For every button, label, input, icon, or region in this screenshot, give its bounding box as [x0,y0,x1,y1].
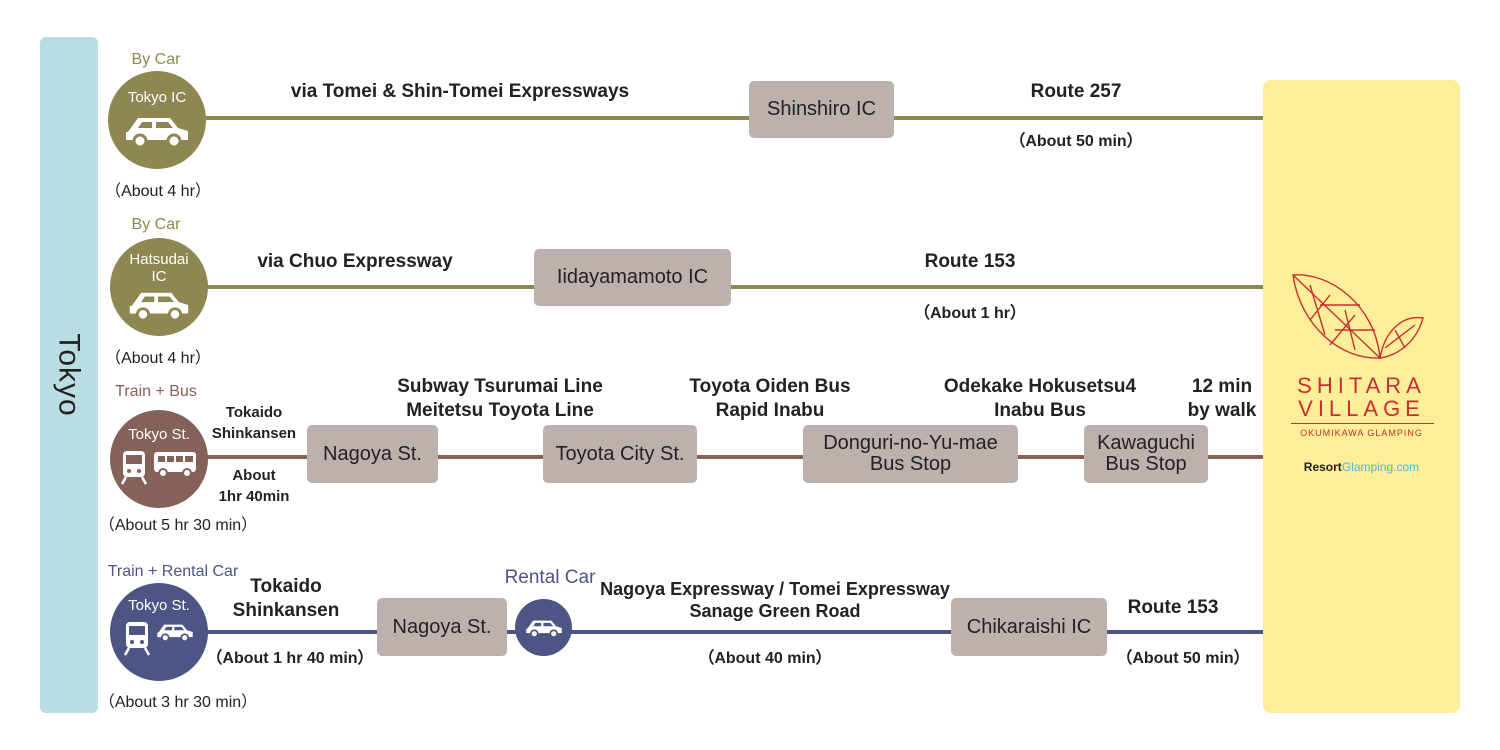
route3-stop4: Kawaguchi Bus Stop [1084,425,1208,483]
route1-leg1: via Tomei & Shin-Tomei Expressways [290,81,630,102]
route3-leg1-line2: Shinkansen [211,425,297,442]
route3-mode: Train + Bus [115,383,197,400]
route3-leg2-line2: Meitetsu Toyota Line [406,400,594,421]
route2-leg2-time: （About 1 hr） [914,305,1026,322]
route1-start: Tokyo IC [127,89,187,106]
route1-line [155,116,1263,120]
route3-line [155,455,1263,459]
route3-leg3-line1: Toyota Oiden Bus [689,376,851,397]
destination-bar [1263,80,1460,713]
route4-leg3-time: （About 50 min） [1116,650,1250,667]
route1-total: （About 4 hr） [105,183,211,200]
brand-part2: Glamping.com [1341,460,1420,474]
route4-line [155,630,1263,634]
route4-leg2-time: （About 40 min） [698,650,832,667]
route3-start-circle: Tokyo St. [110,410,208,508]
route1-mode: By Car [131,51,181,68]
route3-leg5-line2: by walk [1187,400,1257,421]
route3-leg3-line2: Rapid Inabu [715,400,825,421]
logo-subtitle: OKUMIKAWA GLAMPING [1300,428,1423,438]
route3-leg2-line1: Subway Tsurumai Line [397,376,603,397]
route2-start-2: IC [151,268,167,285]
route4-leg1: Tokaido Shinkansen [221,575,351,623]
route3-stop4-line2: Bus Stop [1105,453,1187,475]
route3-total: （About 5 hr 30 min） [98,517,258,534]
car-icon [129,292,189,321]
route3-leg1-time-line2: 1hr 40min [218,488,290,505]
car-icon [126,118,188,148]
car-icon [157,624,193,643]
route4-total: （About 3 hr 30 min） [98,694,258,711]
route4-stop2: Chikaraishi IC [951,598,1107,656]
route1-leg2-time: （About 50 min） [1009,133,1143,150]
car-icon [525,620,562,638]
route3-stop3: Donguri-no-Yu-mae Bus Stop [803,425,1018,483]
route3-leg4-line1: Odekake Hokusetsu4 [943,376,1137,397]
route4-start: Tokyo St. [128,597,190,614]
route3-start: Tokyo St. [128,426,190,443]
route4-leg1-line2: Shinkansen [232,600,340,621]
route1-leg2: Route 257 [1030,81,1122,102]
logo-title-line2: VILLAGE [1298,396,1425,421]
route2-leg1: via Chuo Expressway [257,251,453,272]
route4-leg2-line2: Sanage Green Road [689,601,861,621]
route4-leg2-line1: Nagoya Expressway / Tomei Expressway [600,579,950,599]
route2-mode: By Car [131,216,181,233]
route3-stop2: Toyota City St. [543,425,697,483]
logo-divider [1291,423,1434,424]
brand-part1: Resort [1303,460,1342,474]
train-icon [120,451,148,485]
origin-label-wrap: Tokyo [40,37,98,713]
route2-start-circle: Hatsudai IC [110,238,208,336]
route1-start-circle: Tokyo IC [108,71,206,169]
route3-leg5-line1: 12 min [1191,376,1253,397]
route4-leg1-line1: Tokaido [250,576,322,597]
route2-leg2: Route 153 [924,251,1016,272]
origin-bar [40,37,98,713]
route3-stop4-line1: Kawaguchi [1097,432,1195,454]
route3-stop1: Nagoya St. [307,425,438,483]
logo-title-line1: SHITARA [1297,373,1426,398]
route2-start-1: Hatsudai [129,251,189,268]
route4-stop1: Nagoya St. [377,598,507,656]
route4-mode: Train + Rental Car [107,563,239,580]
route3-stop3-line1: Donguri-no-Yu-mae [823,432,998,454]
route4-leg3: Route 153 [1127,597,1219,618]
route3-leg2: Subway Tsurumai Line Meitetsu Toyota Lin… [370,375,630,423]
route3-leg1-time: About 1hr 40min [204,465,304,507]
route3-leg4-line2: Inabu Bus [994,400,1086,421]
train-icon [123,622,151,656]
rental-car-label: Rental Car [504,567,596,588]
leaf-logo-icon [1292,274,1424,359]
route2-total: （About 4 hr） [105,350,211,367]
bus-icon [154,452,196,478]
route4-leg2: Nagoya Expressway / Tomei Expressway San… [580,578,970,622]
route4-leg1-time: （About 1 hr 40 min） [206,650,374,667]
route3-leg1-line1: Tokaido [225,404,283,421]
brand-text: ResortGlamping.com [1263,460,1460,474]
route1-stop1: Shinshiro IC [749,81,894,138]
route3-leg1-time-line1: About [232,467,276,484]
route2-stop1: Iidayamamoto IC [534,249,731,306]
route3-leg4: Odekake Hokusetsu4 Inabu Bus [930,375,1150,423]
route4-start-circle: Tokyo St. [110,583,208,681]
rental-car-circle [515,599,572,656]
route3-stop3-line2: Bus Stop [869,453,952,475]
route3-leg3: Toyota Oiden Bus Rapid Inabu [670,375,870,423]
route3-leg1: Tokaido Shinkansen [204,402,304,444]
route3-leg5: 12 min by walk [1175,375,1269,423]
